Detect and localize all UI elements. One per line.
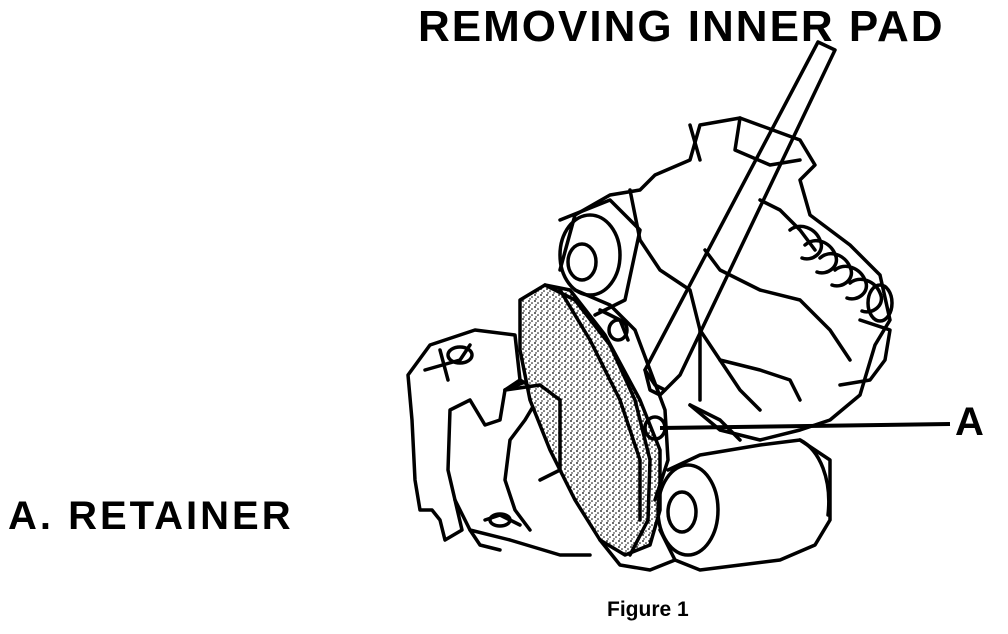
callout-leader-line bbox=[659, 422, 951, 430]
piston-housing bbox=[503, 328, 802, 482]
lower-bolt-boss bbox=[598, 438, 832, 572]
screwdriver-tool bbox=[643, 40, 837, 397]
figure-caption: Figure 1 bbox=[607, 598, 689, 621]
legend-retainer: A. RETAINER bbox=[8, 494, 294, 538]
figure-title: REMOVING INNER PAD bbox=[418, 2, 945, 51]
brake-pad bbox=[518, 283, 662, 557]
callout-label-a: A bbox=[955, 400, 984, 444]
caliper-boot bbox=[788, 224, 894, 387]
caliper-bracket bbox=[406, 328, 592, 557]
